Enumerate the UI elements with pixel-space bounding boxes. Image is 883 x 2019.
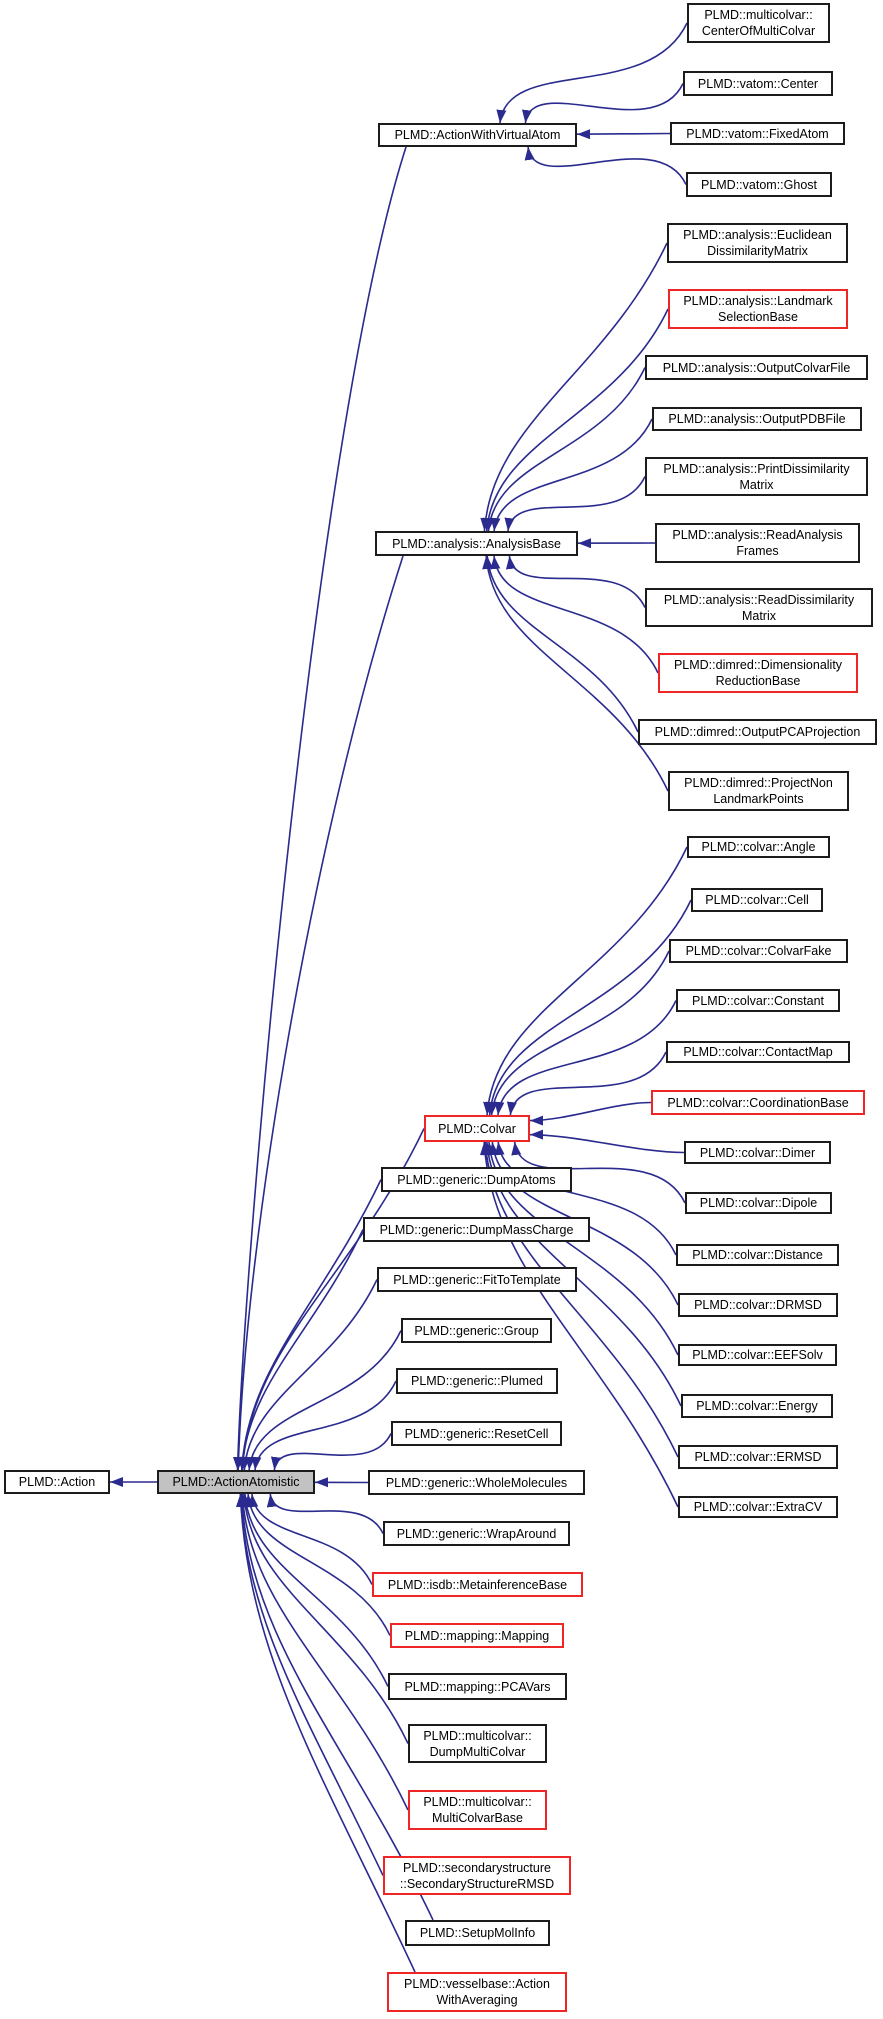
class-node-plmd-multicolvar-multicolvarbase[interactable]: PLMD::multicolvar:: MultiColvarBase [408, 1790, 547, 1830]
class-node-plmd-action[interactable]: PLMD::Action [4, 1470, 110, 1494]
inheritance-edge [529, 1129, 685, 1154]
class-node-plmd-mapping-mapping[interactable]: PLMD::mapping::Mapping [390, 1623, 564, 1648]
class-node-plmd-colvar-drmsd[interactable]: PLMD::colvar::DRMSD [678, 1293, 838, 1317]
inheritance-edge [244, 1493, 391, 1636]
inheritance-edge [484, 367, 646, 532]
class-node-plmd-generic-plumed[interactable]: PLMD::generic::Plumed [396, 1368, 558, 1394]
inheritance-edge [237, 1493, 434, 1921]
class-node-plmd-colvar-contactmap[interactable]: PLMD::colvar::ContactMap [666, 1041, 850, 1063]
class-node-plmd-generic-fittotemplate[interactable]: PLMD::generic::FitToTemplate [377, 1267, 577, 1292]
inheritance-edge [235, 1493, 416, 1973]
inheritance-edge [524, 146, 687, 185]
inheritance-edge [494, 1141, 677, 1256]
inheritance-edge [245, 1330, 402, 1471]
class-node-plmd-analysis-landmark-selectionbase[interactable]: PLMD::analysis::Landmark SelectionBase [668, 289, 848, 329]
inheritance-edge [482, 308, 669, 532]
class-node-plmd-generic-dumpatoms[interactable]: PLMD::generic::DumpAtoms [381, 1167, 572, 1192]
inheritance-edge [511, 1141, 686, 1204]
class-node-plmd-colvar-constant[interactable]: PLMD::colvar::Constant [676, 989, 840, 1012]
class-node-plmd-analysis-euclidean-dissimilaritymatrix[interactable]: PLMD::analysis::Euclidean DissimilarityM… [667, 223, 848, 263]
class-node-plmd-analysis-outputpdbfile[interactable]: PLMD::analysis::OutputPDBFile [652, 407, 862, 431]
inheritance-edge [266, 1493, 384, 1534]
class-node-plmd-generic-wraparound[interactable]: PLMD::generic::WrapAround [383, 1521, 570, 1546]
class-node-plmd-generic-group[interactable]: PLMD::generic::Group [401, 1318, 552, 1343]
class-node-plmd-colvar-angle[interactable]: PLMD::colvar::Angle [687, 836, 830, 858]
inheritance-edge [237, 1229, 364, 1471]
inheritance-edge [240, 1279, 378, 1471]
class-node-plmd-actionwithvirtualatom[interactable]: PLMD::ActionWithVirtualAtom [378, 123, 577, 147]
class-node-plmd-secondarystructure-secondarystructurermsd[interactable]: PLMD::secondarystructure ::SecondaryStru… [383, 1856, 571, 1895]
class-node-plmd-analysis-readdissimilarity-matrix[interactable]: PLMD::analysis::ReadDissimilarity Matrix [645, 588, 873, 627]
inheritance-edge [483, 846, 688, 1116]
inheritance-edge [248, 1493, 373, 1585]
class-node-plmd-vatom-ghost[interactable]: PLMD::vatom::Ghost [686, 172, 832, 197]
class-node-plmd-vatom-fixedatom[interactable]: PLMD::vatom::FixedAtom [670, 122, 845, 145]
class-node-plmd-mapping-pcavars[interactable]: PLMD::mapping::PCAVars [388, 1673, 567, 1700]
class-node-plmd-dimred-dimensionality-reductionbase[interactable]: PLMD::dimred::Dimensionality ReductionBa… [658, 653, 858, 693]
class-node-plmd-multicolvar-centerofmulticolvar[interactable]: PLMD::multicolvar:: CenterOfMultiColvar [687, 3, 830, 43]
class-node-plmd-colvar[interactable]: PLMD::Colvar [424, 1115, 530, 1142]
inheritance-edge [237, 1179, 382, 1471]
inheritance-edge [496, 22, 688, 124]
inheritance-edge [483, 555, 639, 733]
class-node-plmd-colvar-dimer[interactable]: PLMD::colvar::Dimer [684, 1141, 831, 1164]
class-node-plmd-analysis-outputcolvarfile[interactable]: PLMD::analysis::OutputColvarFile [645, 355, 868, 380]
inheritance-edge [239, 1493, 409, 1744]
inheritance-edge [490, 418, 653, 532]
class-node-plmd-colvar-dipole[interactable]: PLMD::colvar::Dipole [685, 1192, 832, 1214]
class-node-plmd-colvar-cell[interactable]: PLMD::colvar::Cell [691, 888, 823, 912]
class-node-plmd-colvar-ermsd[interactable]: PLMD::colvar::ERMSD [678, 1445, 838, 1469]
inheritance-edge [251, 1380, 397, 1471]
class-node-plmd-generic-wholemolecules[interactable]: PLMD::generic::WholeMolecules [368, 1470, 585, 1495]
inheritance-edge [233, 555, 404, 1471]
inheritance-edge [485, 899, 692, 1116]
inheritance-edge [480, 242, 668, 532]
class-node-plmd-generic-resetcell[interactable]: PLMD::generic::ResetCell [391, 1421, 562, 1446]
class-node-plmd-dimred-projectnon-landmarkpoints[interactable]: PLMD::dimred::ProjectNon LandmarkPoints [668, 771, 849, 811]
class-node-plmd-analysis-printdissimilarity-matrix[interactable]: PLMD::analysis::PrintDissimilarity Matri… [645, 457, 868, 496]
inheritance-edge [522, 83, 684, 124]
inheritance-edge [487, 950, 670, 1116]
class-node-plmd-actionatomistic: PLMD::ActionAtomistic [157, 1470, 315, 1494]
class-node-plmd-colvar-eefsolv[interactable]: PLMD::colvar::EEFSolv [678, 1344, 837, 1366]
inheritance-edge [529, 1101, 652, 1126]
class-node-plmd-colvar-extracv[interactable]: PLMD::colvar::ExtraCV [678, 1496, 838, 1518]
class-node-plmd-analysis-analysisbase[interactable]: PLMD::analysis::AnalysisBase [375, 531, 578, 556]
class-node-plmd-setupmolinfo[interactable]: PLMD::SetupMolInfo [405, 1920, 550, 1946]
class-node-plmd-analysis-readanalysis-frames[interactable]: PLMD::analysis::ReadAnalysis Frames [655, 523, 860, 563]
inheritance-edge [270, 1433, 392, 1471]
inheritance-edge [482, 555, 669, 792]
inheritance-edge [479, 1141, 679, 1508]
inheritance-edge [576, 129, 671, 140]
class-node-plmd-vatom-center[interactable]: PLMD::vatom::Center [683, 71, 833, 96]
inheritance-edge [238, 1493, 409, 1811]
inheritance-edge [506, 1051, 667, 1116]
inheritance-edge [494, 1000, 677, 1116]
inheritance-edge [505, 555, 646, 608]
inheritance-edge [490, 555, 659, 674]
class-node-plmd-vesselbase-action-withaveraging[interactable]: PLMD::vesselbase::Action WithAveraging [387, 1972, 567, 2012]
inheritance-edge [232, 146, 407, 1471]
class-node-plmd-dimred-outputpcaprojection[interactable]: PLMD::dimred::OutputPCAProjection [638, 719, 877, 745]
class-node-plmd-colvar-distance[interactable]: PLMD::colvar::Distance [676, 1244, 839, 1266]
class-node-plmd-colvar-colvarfake[interactable]: PLMD::colvar::ColvarFake [669, 939, 848, 963]
inheritance-edge [240, 1493, 389, 1687]
class-node-plmd-generic-dumpmasscharge[interactable]: PLMD::generic::DumpMassCharge [363, 1217, 590, 1242]
class-node-plmd-colvar-energy[interactable]: PLMD::colvar::Energy [681, 1394, 833, 1418]
inheritance-edge [504, 476, 646, 532]
class-node-plmd-multicolvar-dumpmulticolvar[interactable]: PLMD::multicolvar:: DumpMultiColvar [408, 1724, 547, 1763]
class-node-plmd-isdb-metainferencebase[interactable]: PLMD::isdb::MetainferenceBase [372, 1572, 583, 1597]
class-node-plmd-colvar-coordinationbase[interactable]: PLMD::colvar::CoordinationBase [651, 1090, 865, 1115]
